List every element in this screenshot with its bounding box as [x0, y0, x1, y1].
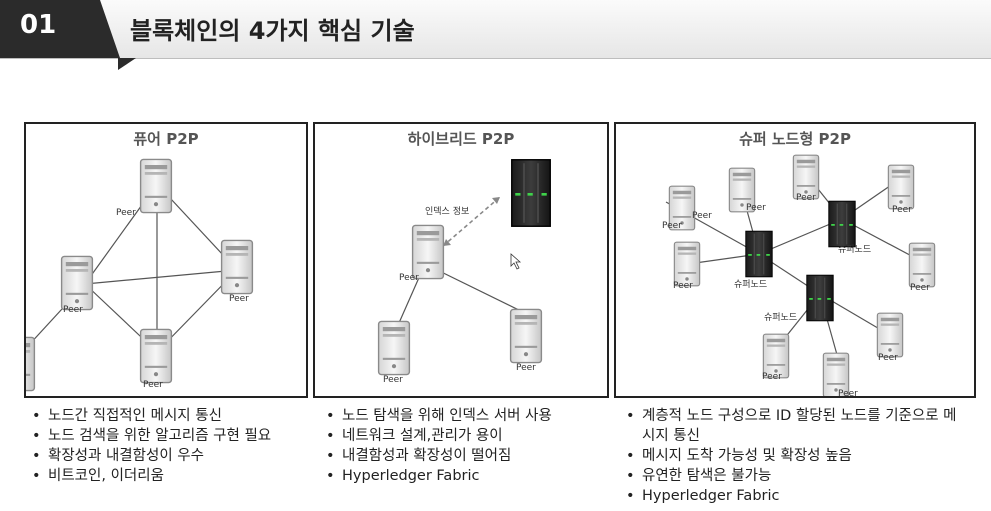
super-node-server	[828, 200, 856, 248]
peer-label: Peer	[516, 363, 536, 373]
header-bar	[0, 0, 991, 59]
peer-label: Peer	[383, 375, 403, 385]
super-node-p2p-panel: Peer Peer Peer Peer Peer Peer Peer Peer …	[614, 122, 976, 398]
super-node-p2p-bullets: 계층적 노드 구성으로 ID 할당된 노드를 기준으로 메시지 통신 메시지 도…	[624, 406, 964, 506]
peer-label: Peer	[116, 208, 136, 218]
bullet-item: Hyperledger Fabric	[324, 466, 614, 486]
peer-node-bottom	[139, 328, 173, 384]
hybrid-p2p-panel: 인덱스 정보 Peer Peer Peer 하이브리드 P2P	[313, 122, 609, 398]
peer-node	[908, 242, 936, 288]
arrow-head-icon	[443, 239, 451, 246]
hybrid-p2p-diagram: 인덱스 정보 Peer Peer Peer	[377, 158, 552, 385]
super-node-label: 슈퍼노드	[838, 244, 871, 255]
bullet-item: 노드 검색을 위한 알고리즘 구현 필요	[30, 426, 305, 446]
super-node-server	[745, 230, 773, 278]
peer-node-edge	[26, 336, 36, 392]
bullet-item: 확장성과 내결함성이 우수	[30, 446, 305, 466]
peer-label: Peer	[143, 380, 163, 390]
panel-title: 하이브리드 P2P	[407, 130, 515, 148]
peer-label: Peer	[399, 273, 419, 283]
index-link	[442, 196, 501, 247]
arrow-head-icon	[492, 197, 500, 204]
panel-title: 퓨어 P2P	[133, 130, 199, 148]
section-number-box	[0, 0, 120, 58]
pure-p2p-panel: Peer Peer Peer Peer 퓨어 P2P	[24, 122, 308, 398]
peer-label: Peer	[892, 205, 912, 215]
peer-label: Peer	[662, 221, 682, 231]
peer-node-bottom-left	[377, 320, 411, 376]
section-number: 01	[20, 10, 57, 40]
bullet-item: 메시지 도착 가능성 및 확장성 높음	[624, 446, 964, 466]
bullet-item: 노드 탐색을 위해 인덱스 서버 사용	[324, 406, 614, 426]
bullet-item: 계층적 노드 구성으로 ID 할당된 노드를 기준으로 메시지 통신	[624, 406, 964, 446]
peer-node	[876, 312, 904, 358]
hybrid-p2p-bullets: 노드 탐색을 위해 인덱스 서버 사용 네트워크 설계,관리가 용이 내결함성과…	[324, 406, 614, 486]
bullet-item: Hyperledger Fabric	[624, 486, 964, 506]
pure-p2p-bullets: 노드간 직접적인 메시지 통신 노드 검색을 위한 알고리즘 구현 필요 확장성…	[30, 406, 305, 486]
bullet-item: 비트코인, 이더리움	[30, 466, 305, 486]
peer-node	[887, 164, 915, 210]
peer-node-left	[60, 255, 94, 311]
peer-node-top	[139, 158, 173, 214]
page-title: 블록체인의 4가지 핵심 기술	[130, 17, 415, 45]
section-number-tail	[118, 58, 136, 70]
peer-label: Peer	[838, 389, 858, 396]
peer-label: Peer	[229, 294, 249, 304]
panel-title: 슈퍼 노드형 P2P	[739, 130, 851, 148]
pure-p2p-diagram: Peer Peer Peer Peer	[26, 158, 254, 392]
super-node-label: 슈퍼노드	[764, 312, 797, 323]
bullet-item: 내결함성과 확장성이 떨어짐	[324, 446, 614, 466]
peer-node-center	[411, 224, 445, 280]
bullet-item: 유연한 탐색은 불가능	[624, 466, 964, 486]
peer-label: Peer	[692, 211, 712, 221]
super-node-p2p-diagram: Peer Peer Peer Peer Peer Peer Peer Peer …	[662, 154, 936, 396]
bullet-item: 노드간 직접적인 메시지 통신	[30, 406, 305, 426]
peer-node-bottom-right	[509, 308, 543, 364]
peer-label: Peer	[910, 283, 930, 293]
peer-label: Peer	[673, 281, 693, 291]
peer-label: Peer	[878, 353, 898, 363]
peer-label: Peer	[796, 193, 816, 203]
peer-node	[673, 241, 701, 287]
index-server	[510, 158, 552, 228]
mouse-cursor-icon	[510, 253, 522, 270]
bullet-item: 네트워크 설계,관리가 용이	[324, 426, 614, 446]
peer-node-right	[220, 239, 254, 295]
super-node-server	[806, 274, 834, 322]
peer-label: Peer	[746, 203, 766, 213]
peer-label: Peer	[762, 372, 782, 382]
index-info-label: 인덱스 정보	[425, 206, 469, 217]
peer-label: Peer	[63, 305, 83, 315]
super-node-label: 슈퍼노드	[734, 279, 767, 290]
